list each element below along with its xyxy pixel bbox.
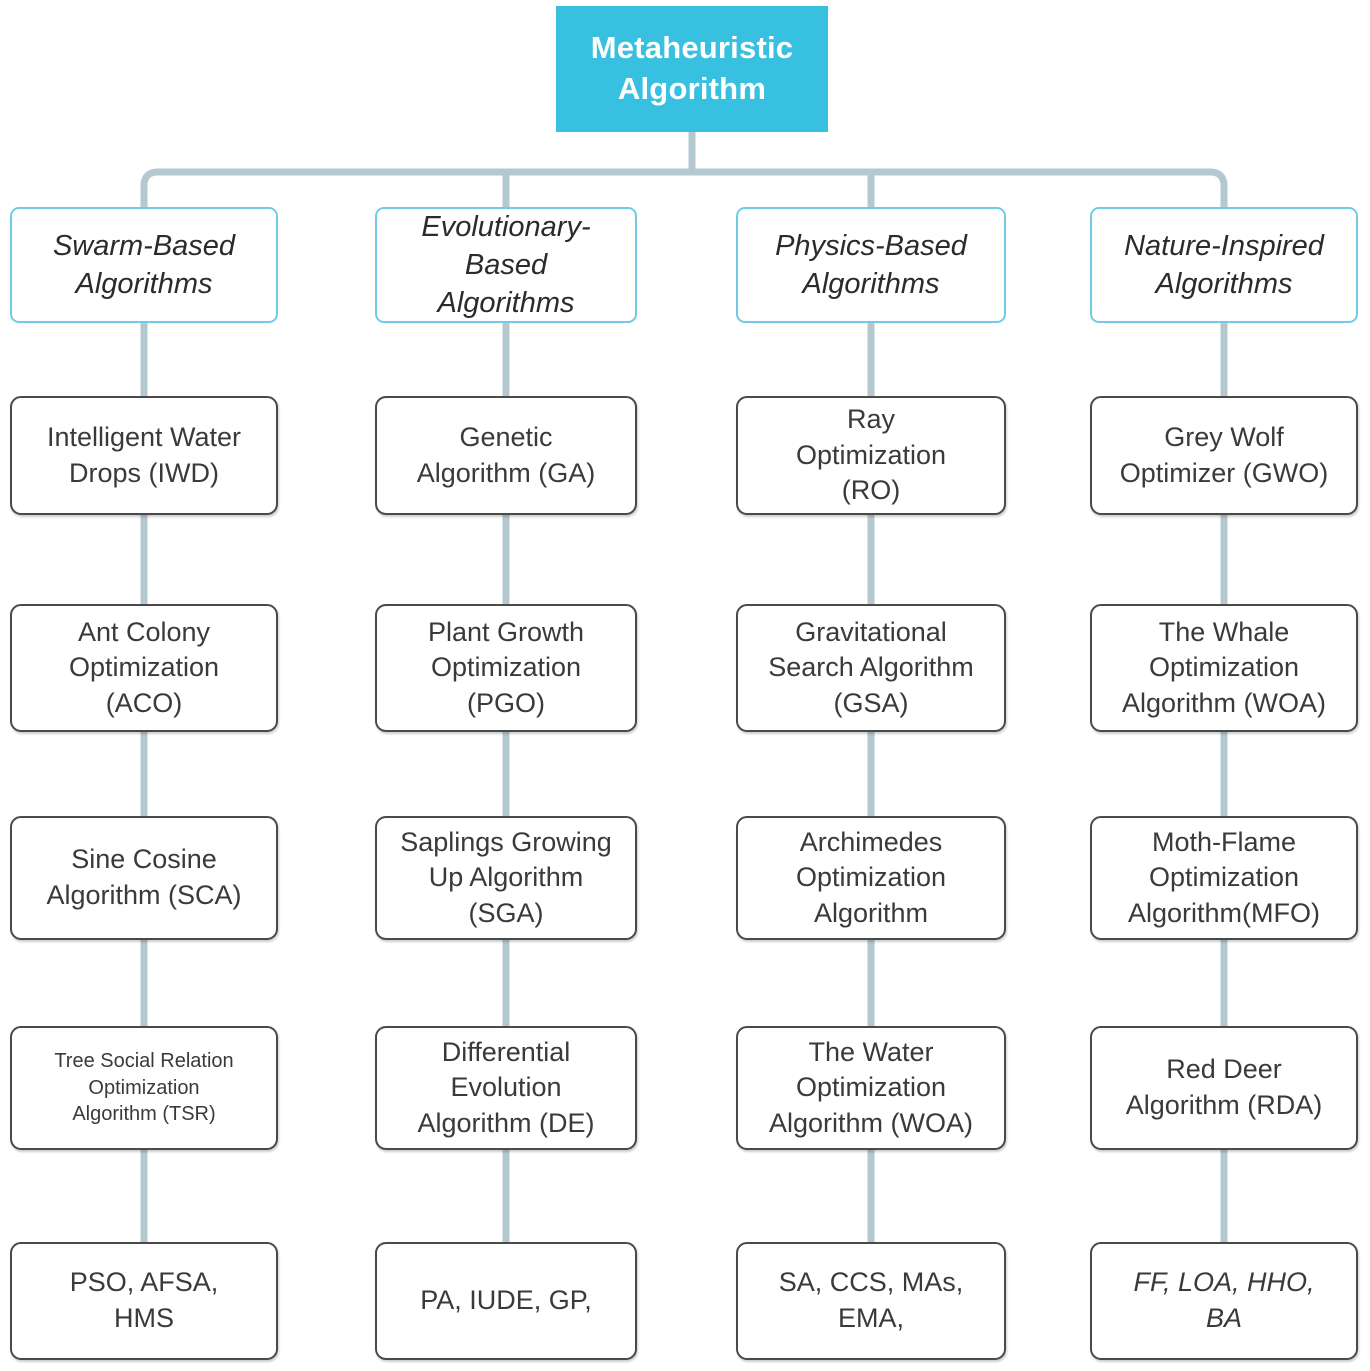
- algorithm-node-1-0-label: Genetic Algorithm (GA): [416, 421, 596, 488]
- algorithm-node-1-1-label: Plant Growth Optimization (PGO): [427, 616, 585, 718]
- algorithm-node-2-0-label: Ray Optimization (RO): [795, 404, 947, 506]
- algorithm-node-1-1[interactable]: Plant Growth Optimization (PGO): [375, 604, 637, 732]
- algorithm-node-0-0[interactable]: Intelligent Water Drops (IWD): [10, 396, 278, 515]
- algorithm-node-0-4[interactable]: PSO, AFSA, HMS: [10, 1242, 278, 1360]
- category-node-2-label: Physics-Based Algorithms: [775, 229, 967, 300]
- algorithm-node-2-3-label: The Water Optimization Algorithm (WOA): [768, 1036, 974, 1138]
- root-node-metaheuristic-algorithm-label: Metaheuristic Algorithm: [590, 30, 794, 106]
- algorithm-node-2-4-label: SA, CCS, MAs, EMA,: [778, 1267, 964, 1333]
- algorithm-node-0-2[interactable]: Sine Cosine Algorithm (SCA): [10, 816, 278, 940]
- algorithm-node-0-1-label: Ant Colony Optimization (ACO): [68, 616, 220, 718]
- algorithm-node-1-4-label: PA, IUDE, GP,: [420, 1285, 592, 1316]
- category-node-0[interactable]: Swarm-Based Algorithms: [10, 207, 278, 323]
- algorithm-node-3-2-label: Moth-Flame Optimization Algorithm(MFO): [1127, 826, 1320, 928]
- algorithm-node-0-3[interactable]: Tree Social Relation Optimization Algori…: [10, 1026, 278, 1150]
- category-node-3-label: Nature-Inspired Algorithms: [1124, 229, 1324, 300]
- algorithm-node-2-3[interactable]: The Water Optimization Algorithm (WOA): [736, 1026, 1006, 1150]
- root-node-metaheuristic-algorithm[interactable]: Metaheuristic Algorithm: [556, 6, 828, 132]
- algorithm-node-2-1-label: Gravitational Search Algorithm (GSA): [768, 616, 974, 718]
- algorithm-node-1-3-label: Differential Evolution Algorithm (DE): [417, 1036, 595, 1138]
- algorithm-node-3-3-label: Red Deer Algorithm (RDA): [1125, 1054, 1323, 1120]
- algorithm-node-0-2-label: Sine Cosine Algorithm (SCA): [46, 844, 242, 910]
- algorithm-node-0-0-label: Intelligent Water Drops (IWD): [46, 421, 242, 488]
- category-node-3[interactable]: Nature-Inspired Algorithms: [1090, 207, 1358, 323]
- algorithm-node-3-4[interactable]: FF, LOA, HHO, BA: [1090, 1242, 1358, 1360]
- algorithm-node-2-2-label: Archimedes Optimization Algorithm: [795, 826, 947, 928]
- category-node-2[interactable]: Physics-Based Algorithms: [736, 207, 1006, 323]
- category-node-1-label: Evolutionary- Based Algorithms: [421, 210, 591, 320]
- algorithm-node-3-4-label: FF, LOA, HHO, BA: [1133, 1267, 1315, 1333]
- algorithm-node-0-4-label: PSO, AFSA, HMS: [69, 1267, 219, 1333]
- algorithm-node-0-1[interactable]: Ant Colony Optimization (ACO): [10, 604, 278, 732]
- algorithm-node-3-0[interactable]: Grey Wolf Optimizer (GWO): [1090, 396, 1358, 515]
- algorithm-node-2-2[interactable]: Archimedes Optimization Algorithm: [736, 816, 1006, 940]
- algorithm-node-1-3[interactable]: Differential Evolution Algorithm (DE): [375, 1026, 637, 1150]
- algorithm-node-2-4[interactable]: SA, CCS, MAs, EMA,: [736, 1242, 1006, 1360]
- category-node-1[interactable]: Evolutionary- Based Algorithms: [375, 207, 637, 323]
- algorithm-node-3-2[interactable]: Moth-Flame Optimization Algorithm(MFO): [1090, 816, 1358, 940]
- category-node-0-label: Swarm-Based Algorithms: [52, 229, 236, 300]
- algorithm-node-2-1[interactable]: Gravitational Search Algorithm (GSA): [736, 604, 1006, 732]
- algorithm-node-3-0-label: Grey Wolf Optimizer (GWO): [1119, 421, 1329, 488]
- algorithm-node-1-4[interactable]: PA, IUDE, GP,: [375, 1242, 637, 1360]
- algorithm-node-0-3-label: Tree Social Relation Optimization Algori…: [54, 1050, 234, 1126]
- algorithm-node-3-1[interactable]: The Whale Optimization Algorithm (WOA): [1090, 604, 1358, 732]
- algorithm-node-2-0[interactable]: Ray Optimization (RO): [736, 396, 1006, 515]
- algorithm-node-3-3[interactable]: Red Deer Algorithm (RDA): [1090, 1026, 1358, 1150]
- algorithm-node-1-0[interactable]: Genetic Algorithm (GA): [375, 396, 637, 515]
- algorithm-node-1-2[interactable]: Saplings Growing Up Algorithm (SGA): [375, 816, 637, 940]
- algorithm-node-1-2-label: Saplings Growing Up Algorithm (SGA): [400, 826, 612, 928]
- algorithm-node-3-1-label: The Whale Optimization Algorithm (WOA): [1121, 616, 1327, 718]
